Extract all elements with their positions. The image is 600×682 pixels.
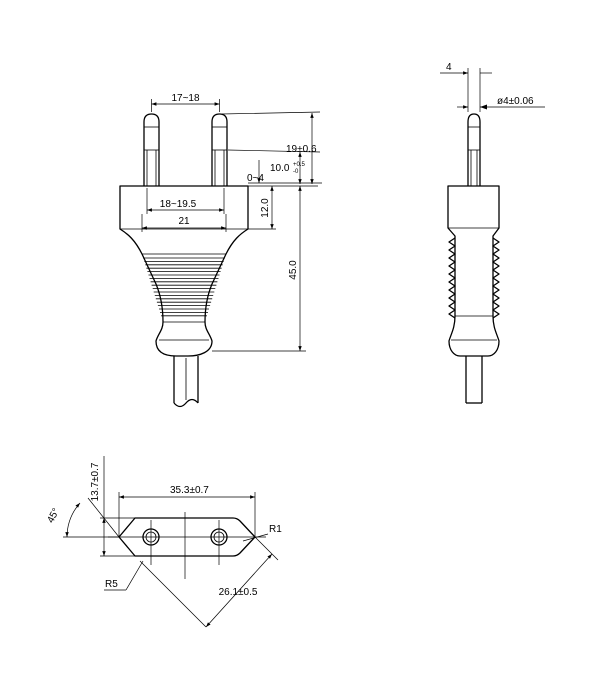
dim-face-width: 21 — [141, 214, 227, 232]
label-face-height: 13.7±0.7 — [90, 462, 101, 501]
side-grip-teeth — [448, 237, 500, 319]
side-view: 4 ø4±0.06 — [440, 62, 545, 404]
front-view: 17~18 19±0.6 10.0 +0.5 -0 0~4 — [119, 93, 322, 408]
label-pin-offset: 4 — [446, 62, 452, 73]
label-radius-small: R1 — [269, 524, 282, 535]
dim-pin-diameter: ø4±0.06 — [457, 96, 545, 110]
dim-face-length: 35.3±0.7 — [118, 485, 256, 537]
dim-diagonal: 26.1±0.5 — [139, 536, 279, 628]
label-body-length: 45.0 — [288, 260, 299, 280]
left-pin — [143, 113, 160, 188]
label-pin-spacing: 17~18 — [171, 93, 200, 104]
dim-angle: 45° — [45, 497, 120, 538]
label-radius-large: R5 — [105, 579, 118, 590]
cable — [173, 356, 199, 408]
label-angle: 45° — [45, 507, 62, 526]
label-pin-insulation: 10.0 — [270, 163, 290, 174]
dim-body-length: 45.0 — [212, 186, 306, 352]
label-diagonal: 26.1±0.5 — [219, 587, 258, 598]
grip-ribs — [143, 257, 225, 317]
dim-head-height: 12.0 — [248, 186, 276, 230]
dim-pin-length: 19±0.6 — [221, 111, 321, 184]
dim-recess: 0~4 — [247, 160, 322, 187]
label-tol-upper: +0.5 — [293, 162, 306, 168]
grip-tooth-row — [448, 237, 456, 319]
label-tol-lower: -0 — [293, 169, 299, 175]
dim-radius-large: R5 — [104, 560, 144, 591]
label-face-length: 35.3±0.7 — [170, 485, 209, 496]
face-view: 35.3±0.7 13.7±0.7 45° R1 R5 — [45, 456, 282, 628]
label-recess: 0~4 — [247, 173, 264, 184]
side-pin — [467, 113, 481, 186]
label-face-width: 21 — [178, 216, 190, 227]
side-body-outline — [447, 185, 500, 357]
right-pin — [211, 113, 228, 188]
label-head-height: 12.0 — [260, 198, 271, 218]
label-inner-width: 18~19.5 — [160, 199, 197, 210]
dim-pin-spacing: 17~18 — [151, 93, 220, 112]
grip-tooth-row — [492, 237, 500, 319]
label-pin-diameter: ø4±0.06 — [497, 96, 534, 107]
dim-inner-width: 18~19.5 — [146, 188, 225, 214]
plug-body-outline — [119, 185, 249, 357]
label-pin-length: 19±0.6 — [286, 144, 317, 155]
dim-pin-offset: 4 — [440, 62, 492, 112]
dim-pin-insulation: 10.0 +0.5 -0 — [227, 149, 321, 184]
side-cable — [465, 356, 483, 404]
